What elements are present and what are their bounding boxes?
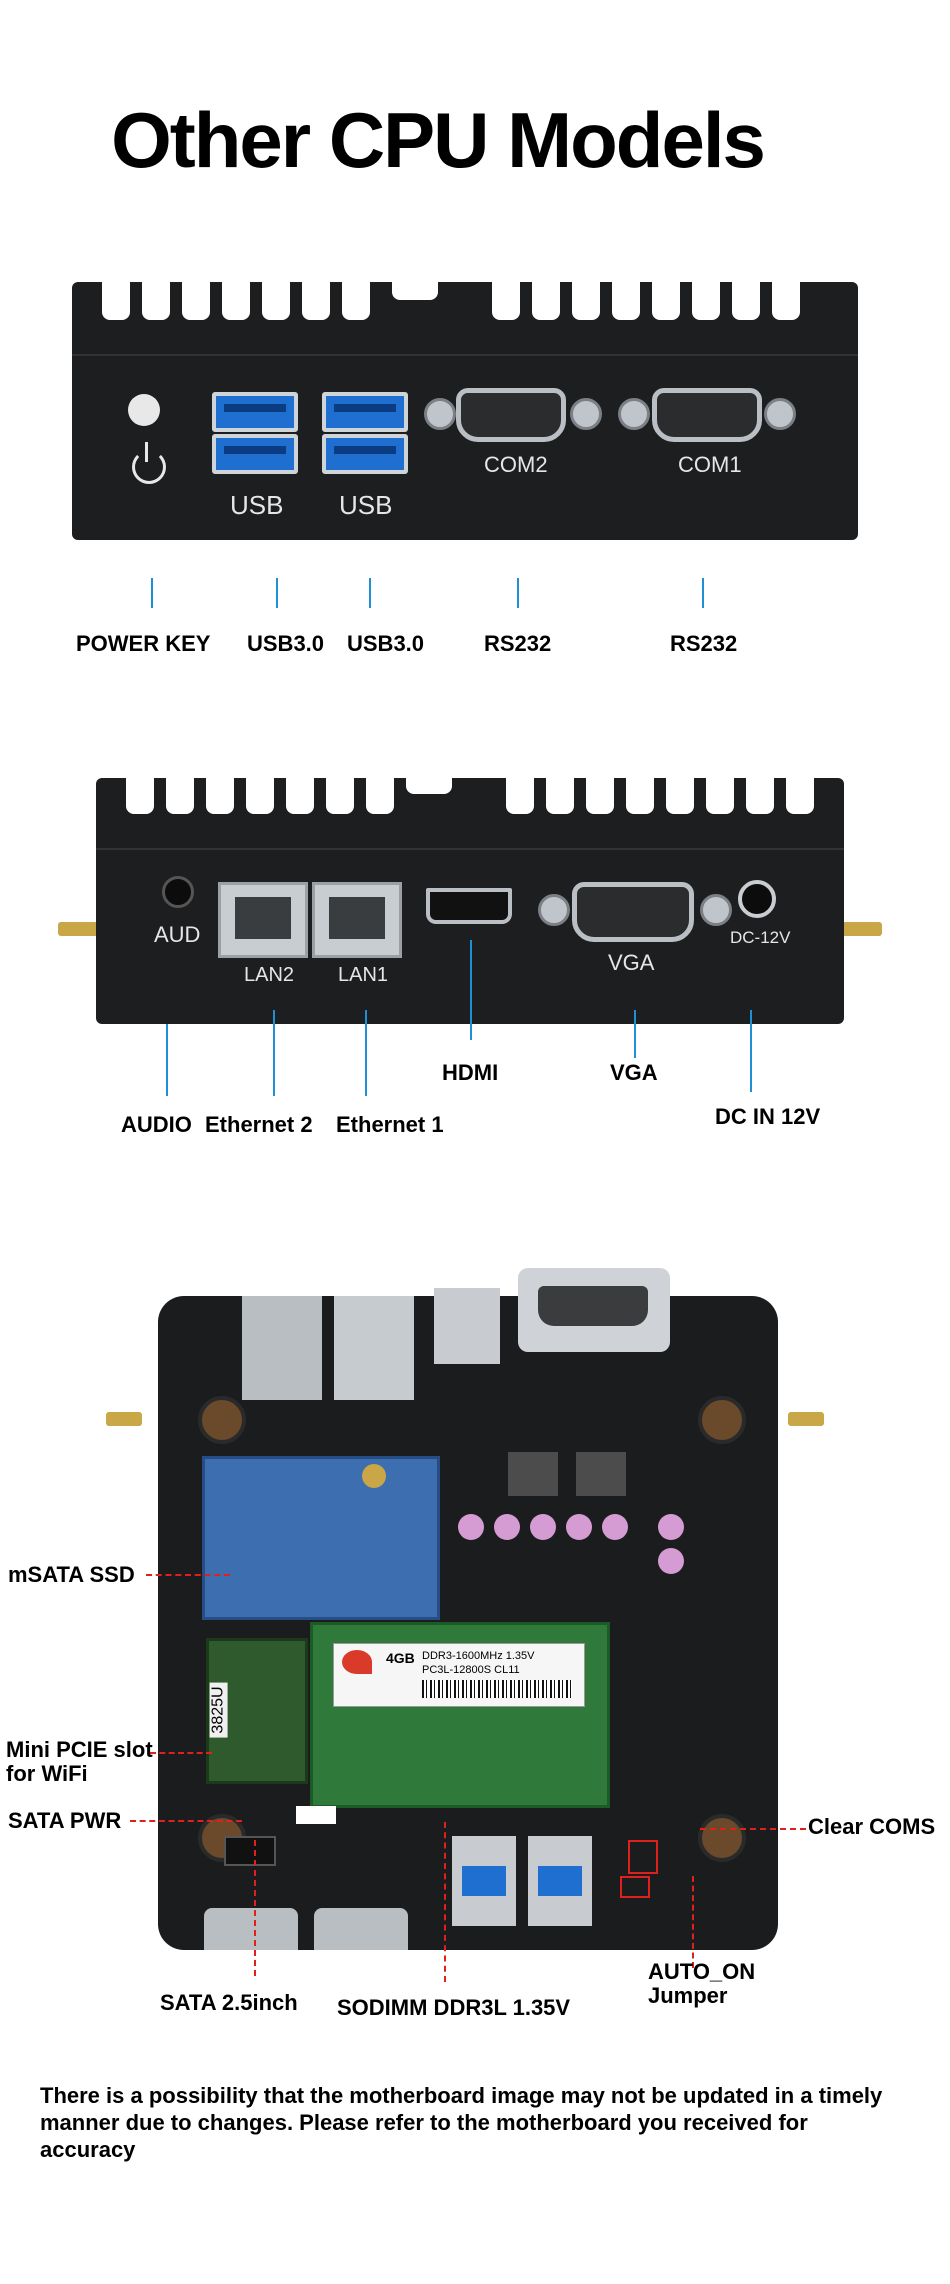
wifi-antenna-icon <box>106 1412 142 1426</box>
motherboard-photo: 3825U 4GB DDR3-1600MHz 1.35V PC3L-12800S… <box>158 1268 778 1950</box>
ethernet2-label: Ethernet 2 <box>205 1112 313 1137</box>
wifi-antenna-icon <box>788 1412 824 1426</box>
rs232-label: RS232 <box>484 631 552 656</box>
sodimm-ram-module: 4GB DDR3-1600MHz 1.35V PC3L-12800S CL11 <box>310 1622 610 1808</box>
ram-spec-2: PC3L-12800S CL11 <box>422 1664 520 1676</box>
mini-pcie-label-text: Mini PCIE slot for WiFi <box>6 1737 153 1786</box>
lan2-port-icon <box>218 882 308 958</box>
usb-port-icon <box>212 392 298 432</box>
wifi-card-label: 3825U <box>209 1682 228 1738</box>
sodimm-label: SODIMM DDR3L 1.35V <box>337 1995 571 2020</box>
msata-label: mSATA SSD <box>8 1562 135 1587</box>
sata-pwr-label: SATA PWR <box>8 1808 122 1833</box>
power-button-icon <box>128 394 160 426</box>
usb3-label: USB3.0 <box>347 631 425 656</box>
dc-in-label: DC IN 12V <box>715 1104 821 1129</box>
sata-25-label: SATA 2.5inch <box>160 1990 298 2015</box>
lan1-port-icon <box>312 882 402 958</box>
sata-connector <box>224 1836 276 1866</box>
lan1-silkscreen: LAN1 <box>338 964 389 986</box>
lan2-silkscreen: LAN2 <box>244 964 295 986</box>
vga-port-icon <box>572 882 694 942</box>
usb-port-icon <box>322 392 408 432</box>
usb-port-icon <box>322 434 408 474</box>
power-symbol-icon <box>132 450 166 484</box>
ram-size: 4GB <box>386 1650 415 1666</box>
aud-silkscreen: AUD <box>154 922 201 947</box>
mini-pcie-wifi-card: 3825U <box>206 1638 308 1784</box>
rs232-label: RS232 <box>670 631 738 656</box>
vga-label: VGA <box>610 1060 658 1085</box>
usb-silkscreen: USB <box>339 490 393 520</box>
com1-port-icon <box>652 388 762 442</box>
hdmi-label: HDMI <box>442 1060 499 1085</box>
msata-ssd-card <box>202 1456 440 1620</box>
front-panel-device: USB USB COM2 COM1 <box>72 282 858 540</box>
usb-port-icon <box>212 434 298 474</box>
hdmi-port-icon <box>426 888 512 924</box>
audio-jack-icon <box>162 876 194 908</box>
dc-silkscreen: DC-12V <box>730 928 791 947</box>
wifi-antenna-icon <box>842 922 882 936</box>
dc-jack-icon <box>738 880 776 918</box>
audio-label: AUDIO <box>121 1112 192 1137</box>
com2-port-icon <box>456 388 566 442</box>
clear-cmos-label: Clear COMS <box>808 1814 936 1839</box>
auto-on-label-text: AUTO_ON Jumper <box>648 1959 756 2008</box>
com2-silkscreen: COM2 <box>484 452 548 477</box>
com1-silkscreen: COM1 <box>678 452 742 477</box>
mini-pcie-label: Mini PCIE slot for WiFi <box>6 1738 153 1786</box>
vga-silkscreen: VGA <box>608 950 655 975</box>
power-key-label: POWER KEY <box>76 631 211 656</box>
auto-on-label: AUTO_ON Jumper <box>648 1960 755 2008</box>
usb3-label: USB3.0 <box>247 631 325 656</box>
ethernet1-label: Ethernet 1 <box>336 1112 444 1137</box>
wifi-antenna-icon <box>58 922 98 936</box>
usb-silkscreen: USB <box>230 490 284 520</box>
disclaimer-text: There is a possibility that the motherbo… <box>40 2083 883 2162</box>
page-title: Other CPU Models <box>111 96 766 184</box>
ram-spec-1: DDR3-1600MHz 1.35V <box>422 1650 535 1662</box>
